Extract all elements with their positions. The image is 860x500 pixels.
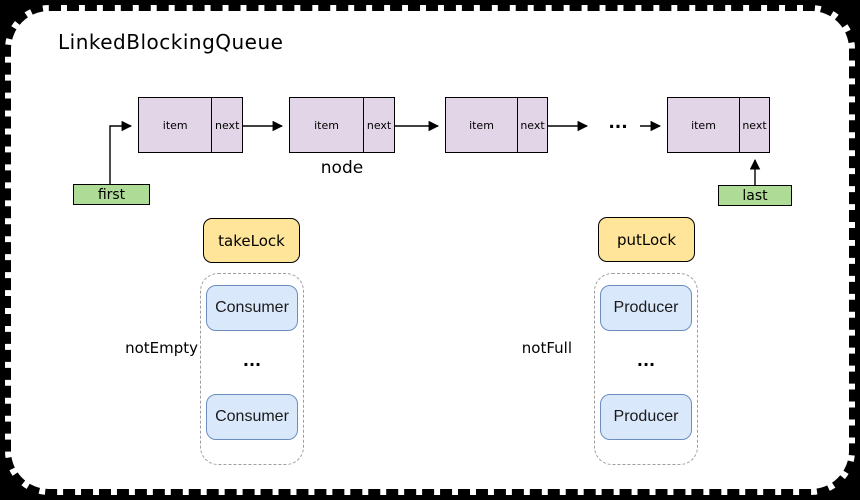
put-lock-box: putLock xyxy=(598,217,695,262)
take-lock-box: takeLock xyxy=(203,218,300,263)
node-next-cell: next xyxy=(739,98,769,152)
node-next-cell: next xyxy=(211,98,242,152)
list-node-3: item next xyxy=(445,97,548,153)
not-full-label: notFull xyxy=(521,339,572,357)
consumer-box: Consumer xyxy=(206,394,298,440)
consumer-box: Consumer xyxy=(206,285,298,331)
not-empty-label: notEmpty xyxy=(125,339,198,357)
producer-box: Producer xyxy=(600,285,692,331)
list-ellipsis: ... xyxy=(608,113,628,133)
node-caption: node xyxy=(320,158,364,178)
first-reference-box: first xyxy=(73,184,150,205)
last-reference-box: last xyxy=(718,185,792,206)
diagram-title: LinkedBlockingQueue xyxy=(58,30,284,54)
node-item-cell: item xyxy=(162,118,188,132)
not-empty-ellipsis: ... xyxy=(242,351,262,370)
dashed-border-frame xyxy=(5,5,855,495)
node-item-cell: item xyxy=(691,118,716,132)
not-full-wait-queue: Producer ... Producer xyxy=(594,273,698,465)
first-pointer-arrow xyxy=(109,120,133,184)
not-full-ellipsis: ... xyxy=(636,351,656,370)
node-item-cell: item xyxy=(314,118,339,132)
list-node-2: item next xyxy=(289,97,395,153)
node-next-cell: next xyxy=(517,98,547,152)
node-next-cell: next xyxy=(363,98,394,152)
list-node-1: item next xyxy=(138,97,243,153)
producer-box: Producer xyxy=(600,394,692,440)
list-node-4: item next xyxy=(667,97,770,153)
node-item-cell: item xyxy=(469,118,494,132)
not-empty-wait-queue: Consumer ... Consumer xyxy=(200,273,304,465)
